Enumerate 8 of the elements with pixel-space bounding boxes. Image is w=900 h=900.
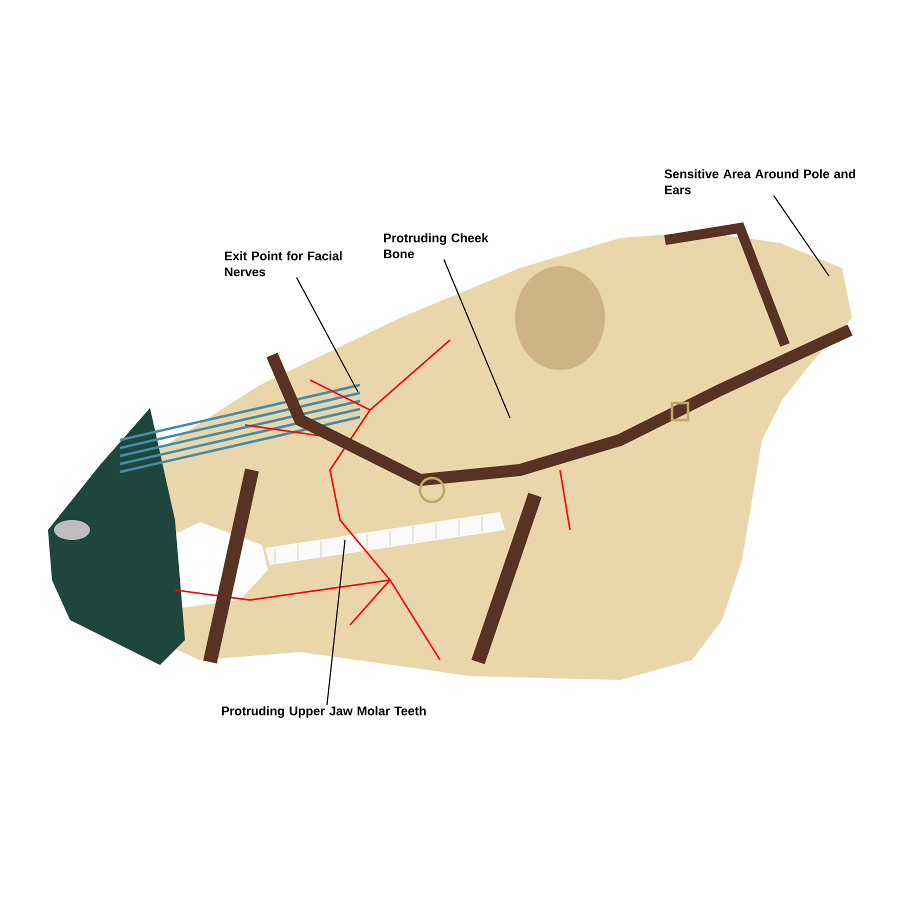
callout-label: Protruding Upper Jaw Molar Teeth xyxy=(222,706,426,718)
leader-line xyxy=(443,259,511,418)
leader-line xyxy=(326,540,346,706)
callout-label: Exit Point for Facial Nerves xyxy=(225,251,342,276)
callout-label: Sensitive Area Around Pole and Ears xyxy=(664,169,856,194)
callout-label: Protruding Cheek Bone xyxy=(384,233,488,258)
leader-line xyxy=(773,195,830,276)
leader-line xyxy=(296,277,359,392)
